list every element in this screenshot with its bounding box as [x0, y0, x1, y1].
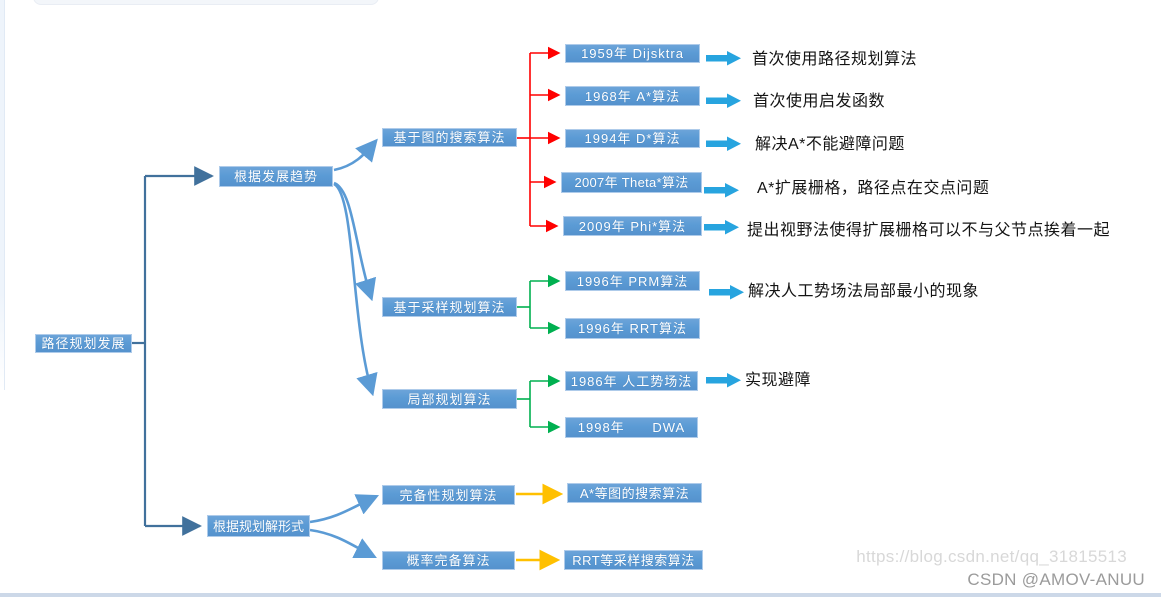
- node-rrt-equivalent: RRT等采样搜索算法: [564, 550, 703, 570]
- watermark-handle: CSDN @AMOV-ANUU: [967, 570, 1145, 589]
- branch-curves: [309, 138, 380, 558]
- note-apf: 实现避障: [745, 372, 812, 389]
- node-sampling: 基于采样规划算法: [382, 297, 517, 317]
- cyan-note-arrows: [704, 51, 744, 388]
- node-astar: 1968年 A*算法: [565, 86, 700, 106]
- bottom-edge-strip: [0, 593, 1161, 597]
- note-arrow-dijkstra: [706, 51, 741, 66]
- red-timeline-connectors: [517, 46, 561, 233]
- node-dijkstra: 1959年 Dijsktra: [565, 44, 700, 63]
- node-prm: 1996年 PRM算法: [565, 271, 700, 291]
- node-branch-form: 根据规划解形式: [207, 515, 310, 537]
- node-complete: 完备性规划算法: [382, 485, 515, 505]
- node-prob-complete: 概率完备算法: [382, 551, 515, 570]
- note-theta-star: A*扩展栅格，路径点在交点问题: [757, 180, 990, 197]
- note-dijkstra: 首次使用路径规划算法: [752, 51, 918, 68]
- node-astar-equivalent: A*等图的搜索算法: [567, 483, 702, 503]
- node-phi-star: 2009年 Phi*算法: [563, 216, 702, 236]
- note-arrow-theta: [704, 183, 739, 198]
- note-prm: 解决人工势场法局部最小的现象: [748, 283, 980, 300]
- note-arrow-apf: [706, 373, 741, 388]
- left-edge-panel-strip: [0, 0, 5, 390]
- node-apf: 1986年 人工势场法: [565, 371, 698, 391]
- watermark-url: https://blog.csdn.net/qq_31815513: [856, 547, 1127, 566]
- node-graph-search: 基于图的搜索算法: [382, 128, 517, 147]
- green-timeline-connectors: [517, 274, 561, 434]
- node-local: 局部规划算法: [382, 389, 517, 409]
- node-dwa: 1998年 DWA: [565, 417, 698, 438]
- top-edge-artifact: [33, 0, 379, 5]
- node-root: 路径规划发展: [35, 334, 132, 353]
- note-dstar: 解决A*不能避障问题: [755, 136, 905, 153]
- note-arrow-dstar: [706, 136, 741, 151]
- note-arrow-phi: [704, 220, 739, 235]
- note-arrow-prm: [709, 285, 744, 300]
- node-rrt: 1996年 RRT算法: [565, 318, 700, 339]
- node-theta-star: 2007年 Theta*算法: [561, 172, 702, 193]
- note-phi-star: 提出视野法使得扩展栅格可以不与父节点挨着一起: [747, 222, 1111, 239]
- node-branch-trend: 根据发展趋势: [219, 166, 333, 187]
- yellow-mapping-arrows: [516, 483, 564, 571]
- trunk-connectors: [132, 166, 214, 536]
- node-dstar: 1994年 D*算法: [565, 129, 700, 148]
- note-astar: 首次使用启发函数: [753, 93, 886, 110]
- note-arrow-astar: [706, 93, 741, 108]
